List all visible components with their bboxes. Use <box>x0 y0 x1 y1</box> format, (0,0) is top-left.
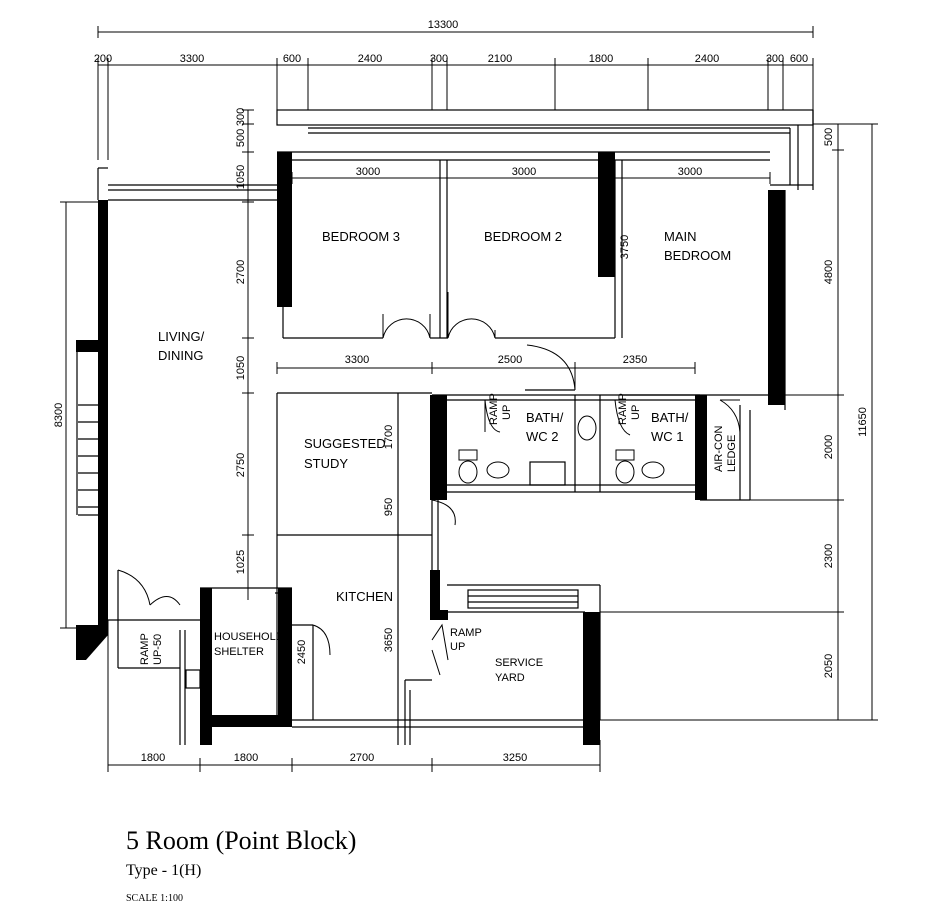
room-bath-2: BATH/ <box>526 410 564 425</box>
toilet-tank-icon <box>458 449 478 461</box>
toilet-icon <box>615 460 635 484</box>
dim-top: 2400 <box>695 53 719 65</box>
room-kitchen: KITCHEN <box>336 589 393 604</box>
room-study: SUGGESTED <box>304 436 386 451</box>
dim-top: 300 <box>766 53 784 65</box>
dim-top: 600 <box>283 53 301 65</box>
dim-left-overall: 8300 <box>53 403 65 427</box>
dim-left: 1050 <box>235 356 247 380</box>
ramp-label-service: RAMP <box>450 627 482 639</box>
room-main-bedroom: MAIN <box>664 229 697 244</box>
room-bath-2: WC 2 <box>526 429 559 444</box>
dim-top: 200 <box>94 53 112 65</box>
room-living: LIVING/ <box>158 329 205 344</box>
room-household-shelter: SHELTER <box>214 646 264 658</box>
toilet-icon <box>458 460 478 484</box>
room-living: DINING <box>158 348 204 363</box>
basin-icon <box>486 461 510 479</box>
room-bath-1: WC 1 <box>651 429 684 444</box>
ramp-label-service: UP <box>450 641 465 653</box>
dim-left: 2700 <box>235 260 247 284</box>
dim-bottom: 1800 <box>234 752 258 764</box>
fixtures <box>458 415 665 484</box>
dim-left: 300 <box>235 108 247 126</box>
ramp-label-entrance: UP-50 <box>152 634 164 665</box>
plan-type: Type - 1(H) <box>126 862 202 879</box>
dim-top: 1800 <box>589 53 613 65</box>
dim-overall-width: 13300 <box>428 19 459 31</box>
room-service-yard: YARD <box>495 672 525 684</box>
dim-right: 2050 <box>823 654 835 678</box>
door-swings <box>117 292 741 676</box>
room-bath-1: BATH/ <box>651 410 689 425</box>
room-aircon-ledge: LEDGE <box>726 435 738 472</box>
ramp-label: RAMP <box>617 393 629 425</box>
dim-right: 2300 <box>823 544 835 568</box>
dim-left: 2750 <box>235 453 247 477</box>
ramp-label-entrance: RAMP <box>139 633 151 665</box>
dim-mid: 2500 <box>498 354 522 366</box>
room-bedroom-3: BEDROOM 3 <box>322 229 400 244</box>
dim-bottom: 3250 <box>503 752 527 764</box>
dim-top: 2400 <box>358 53 382 65</box>
dim-bottom: 2700 <box>350 752 374 764</box>
dim-interior: 3750 <box>619 235 631 259</box>
room-service-yard: SERVICE <box>495 657 543 669</box>
dim-top: 300 <box>430 53 448 65</box>
dim-left: 1050 <box>235 165 247 189</box>
ramp-label: UP <box>630 405 642 420</box>
dim-left: 500 <box>235 129 247 147</box>
dim-right: 500 <box>823 128 835 146</box>
dim-interior: 2450 <box>296 640 308 664</box>
dim-bedroom: 3000 <box>512 166 536 178</box>
thick-walls <box>76 152 785 745</box>
dim-bottom: 1800 <box>141 752 165 764</box>
toilet-tank-icon <box>615 449 635 461</box>
dim-mid: 3300 <box>345 354 369 366</box>
room-household-shelter: HOUSEHOLD <box>214 631 284 643</box>
plan-title: 5 Room (Point Block) <box>126 826 357 855</box>
ramp-label: UP <box>501 405 513 420</box>
room-bedroom-2: BEDROOM 2 <box>484 229 562 244</box>
dim-left: 1025 <box>235 550 247 574</box>
ramp-label: RAMP <box>488 393 500 425</box>
basin-icon <box>577 415 597 441</box>
dim-right-overall: 11650 <box>857 407 869 437</box>
room-study: STUDY <box>304 456 348 471</box>
plan-scale: SCALE 1:100 <box>126 893 183 904</box>
room-main-bedroom: BEDROOM <box>664 248 731 263</box>
basin-icon <box>641 461 665 479</box>
dim-bedroom: 3000 <box>678 166 702 178</box>
room-aircon-ledge: AIR-CON <box>713 426 725 473</box>
room-labels: BEDROOM 3 BEDROOM 2 MAIN BEDROOM LIVING/… <box>139 229 738 684</box>
dim-top: 3300 <box>180 53 204 65</box>
dim-mid: 2350 <box>623 354 647 366</box>
dim-bedroom: 3000 <box>356 166 380 178</box>
dim-interior: 3650 <box>383 628 395 652</box>
dimension-labels: 13300 200 3300 600 2400 300 2100 1800 24… <box>53 19 869 764</box>
dim-interior: 950 <box>383 498 395 516</box>
dim-top: 2100 <box>488 53 512 65</box>
dim-right: 2000 <box>823 435 835 459</box>
dim-interior: 1700 <box>383 425 395 449</box>
dimension-lines <box>60 26 878 772</box>
dim-top: 600 <box>790 53 808 65</box>
dim-right: 4800 <box>823 260 835 284</box>
